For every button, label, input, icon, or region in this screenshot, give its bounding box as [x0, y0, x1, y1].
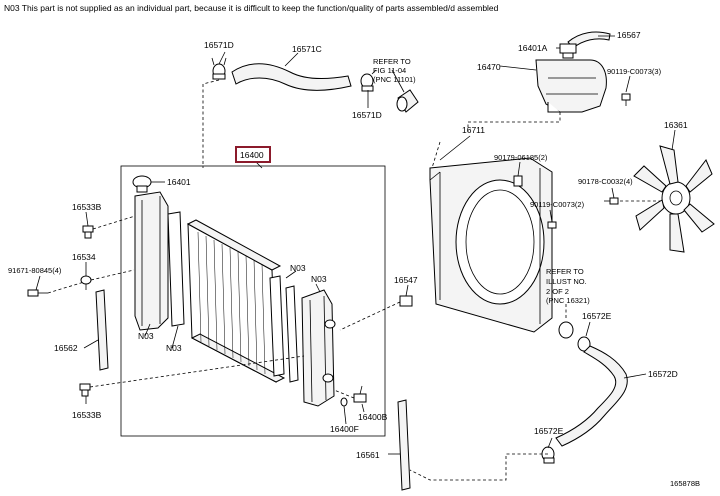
lower-radiator-hose-group: [409, 304, 647, 481]
radiator-core-upper-tube: [186, 219, 282, 271]
label-refer-fig: REFER TO: [373, 57, 411, 66]
label-16572e: 16572E: [582, 311, 612, 321]
n03-note: N03 This part is not supplied as an indi…: [4, 3, 499, 13]
hose-clamp-icon[interactable]: [541, 446, 555, 464]
label-16711: 16711: [462, 125, 485, 135]
label-91671-80845-4: 91671-80845(4): [8, 266, 62, 275]
label-90178-c0032-4: 90178-C0032(4): [578, 177, 633, 186]
label-16572e: 16572E: [534, 426, 564, 436]
label-refer-fig: (PNC 11101): [373, 75, 416, 84]
hose-clamp-icon[interactable]: [577, 336, 591, 352]
fan-shroud-group: [429, 135, 557, 333]
bolt-icon[interactable]: [604, 197, 619, 205]
radiator-core-lower-tube: [190, 333, 286, 383]
label-16534: 16534: [72, 252, 96, 262]
label-16572d: 16572D: [648, 369, 678, 379]
radiator-left-tank[interactable]: [134, 191, 169, 331]
upper-radiator-hose-group: [202, 51, 419, 168]
drain-plug-icon[interactable]: [340, 397, 348, 407]
label-16562: 16562: [54, 343, 78, 353]
reservoir-group: [467, 31, 631, 132]
label-16567: 16567: [617, 30, 641, 40]
grommet-icon[interactable]: [399, 295, 413, 307]
label-refer-fig: FIG 11-04: [373, 66, 406, 75]
left-mount-parts: [27, 211, 305, 404]
radiator-group: [132, 161, 336, 407]
lower-radiator-hose[interactable]: [555, 345, 628, 447]
label-n03: N03: [138, 331, 154, 341]
label-16470: 16470: [477, 62, 501, 72]
upper-radiator-hose[interactable]: [231, 63, 352, 91]
label-16533b: 16533B: [72, 202, 102, 212]
hose-clamp-icon[interactable]: [211, 57, 227, 80]
n03-seal: [285, 285, 299, 383]
label-16361: 16361: [664, 120, 688, 130]
label-16571c: 16571C: [292, 44, 322, 54]
label-16571d: 16571D: [352, 110, 382, 120]
highlight-16400: [235, 146, 271, 163]
radiator-assembly-frame: [120, 165, 386, 437]
drain-cock-icon[interactable]: [353, 385, 367, 403]
label-90179-06185-2: 90179-06185(2): [494, 153, 548, 162]
label-16533b: 16533B: [72, 410, 102, 420]
label-refer-illust: ILLUST NO.: [546, 277, 587, 286]
reservoir-cap-icon[interactable]: [559, 43, 577, 59]
label-90119-c0073-2: 90119-C0073(2): [530, 200, 585, 209]
hose-clamp-icon[interactable]: [558, 321, 574, 339]
radiator-fins: [197, 231, 266, 375]
reservoir-tank[interactable]: [535, 59, 607, 113]
label-16547: 16547: [394, 275, 418, 285]
reservoir-bracket: [547, 102, 560, 113]
label-refer-illust: REFER TO: [546, 267, 584, 276]
fan-blade-icon[interactable]: [633, 145, 715, 253]
bolt-icon[interactable]: [27, 289, 48, 297]
grommet-icon[interactable]: [79, 383, 91, 397]
label-16571d: 16571D: [204, 40, 234, 50]
figure-code: 165878B: [670, 479, 700, 488]
label-16561: 16561: [356, 450, 380, 460]
label-90119-c0073-3: 90119-C0073(3): [607, 67, 662, 76]
label-16401a: 16401A: [518, 43, 548, 53]
radiator-cap-icon[interactable]: [132, 175, 152, 193]
side-seal-16562[interactable]: [95, 289, 109, 371]
label-16400b: 16400B: [358, 412, 388, 422]
label-refer-illust: 2 OF 2: [546, 287, 569, 296]
label-16400: 16400: [240, 150, 264, 160]
hose-clamp-icon[interactable]: [360, 69, 377, 92]
shroud-clip-icon[interactable]: [513, 175, 523, 187]
label-16400f: 16400F: [330, 424, 359, 434]
label-refer-illust: (PNC 16321): [546, 296, 590, 305]
bolt-icon[interactable]: [621, 93, 631, 106]
radiator-right-tank[interactable]: [301, 289, 335, 407]
radiator-seal-strip[interactable]: [167, 211, 185, 327]
n03-seal: [269, 275, 285, 377]
label-n03: N03: [290, 263, 306, 273]
label-n03: N03: [166, 343, 182, 353]
label-16401: 16401: [167, 177, 191, 187]
label-n03: N03: [311, 274, 327, 284]
cooling-fan-group: [604, 129, 715, 253]
side-seal-16561[interactable]: [397, 399, 411, 491]
bracket-icon[interactable]: [80, 275, 92, 290]
grommet-icon[interactable]: [82, 225, 94, 239]
